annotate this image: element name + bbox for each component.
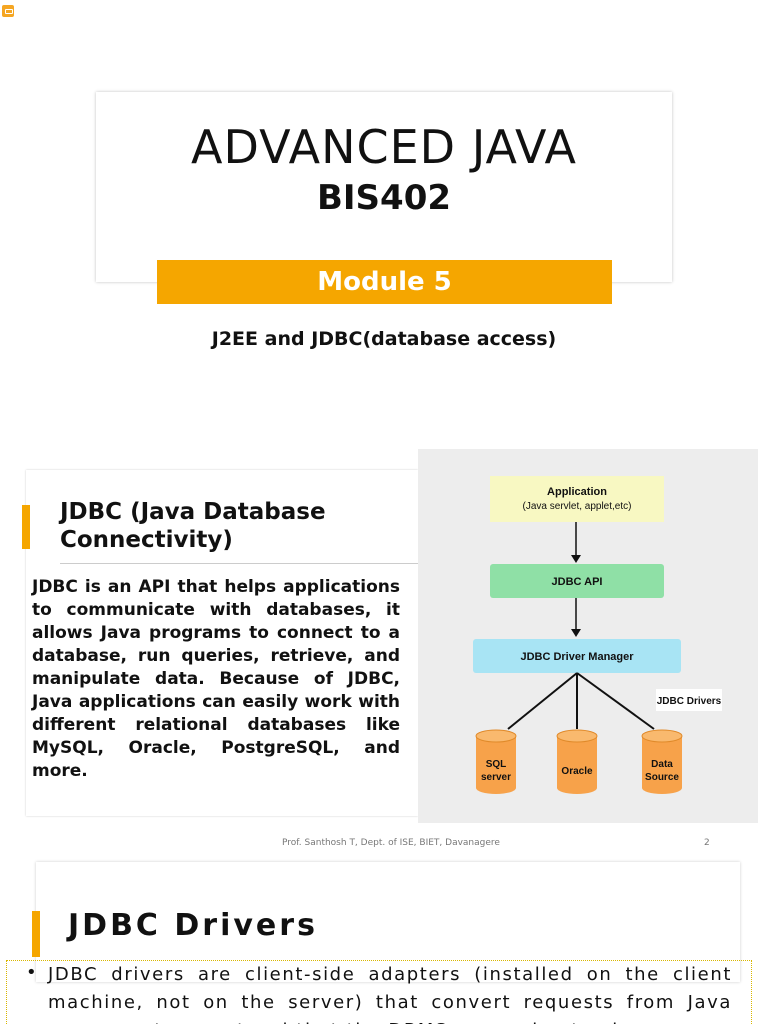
driver-manager-box	[473, 639, 681, 673]
oracle-label: Oracle	[561, 766, 593, 777]
bullet-icon: •	[26, 962, 37, 983]
jdbc-api-label: JDBC API	[552, 576, 603, 588]
heading-divider	[60, 563, 418, 564]
page-number: 2	[704, 838, 710, 848]
data-source-label-line2: Source	[645, 772, 679, 783]
heading-accent-bar	[22, 505, 30, 549]
jdbc-heading: JDBC (Java Database Connectivity)	[60, 499, 326, 553]
arrowhead-app-to-api	[571, 555, 581, 563]
line-to-sql-server	[507, 672, 578, 730]
jdbc-api-box	[490, 564, 664, 598]
data-source-database-icon	[641, 729, 683, 794]
title-card: ADVANCED JAVA BIS402	[96, 92, 672, 282]
drivers-bullet-text: JDBC drivers are client-side adapters (i…	[48, 964, 732, 1024]
drivers-title: JDBC Drivers	[68, 908, 318, 943]
slide-title: ADVANCED JAVA	[191, 120, 577, 174]
driver-manager-label: JDBC Driver Manager	[520, 651, 634, 663]
sql-server-label-line1: SQL	[486, 759, 507, 770]
application-subtitle: (Java servlet, applet,etc)	[523, 501, 632, 512]
jdbc-drivers-label-bg	[656, 689, 722, 711]
slide-footer: Prof. Santhosh T, Dept. of ISE, BIET, Da…	[282, 838, 500, 848]
jdbc-description: JDBC is an API that helps applications t…	[32, 577, 400, 781]
arrowhead-api-to-manager	[571, 629, 581, 637]
sql-server-database-icon	[475, 729, 517, 794]
application-title: Application	[547, 486, 607, 498]
drivers-accent-bar	[32, 911, 40, 957]
jdbc-drivers-label: JDBC Drivers	[657, 696, 722, 707]
sql-server-label-line2: server	[481, 772, 511, 783]
module-banner: Module 5	[157, 260, 612, 304]
menu-icon[interactable]	[2, 5, 14, 17]
application-box	[490, 476, 664, 522]
jdbc-architecture-diagram: Application (Java servlet, applet,etc) J…	[418, 449, 758, 823]
jdbc-text-card	[26, 470, 418, 816]
bullet-text-box[interactable]	[6, 960, 752, 1024]
data-source-label-line1: Data	[651, 759, 673, 770]
line-to-data-source	[576, 672, 655, 730]
course-code: BIS402	[316, 178, 452, 218]
module-subtitle: J2EE and JDBC(database access)	[211, 328, 557, 350]
oracle-database-icon	[556, 729, 598, 794]
drivers-title-card	[36, 862, 740, 982]
